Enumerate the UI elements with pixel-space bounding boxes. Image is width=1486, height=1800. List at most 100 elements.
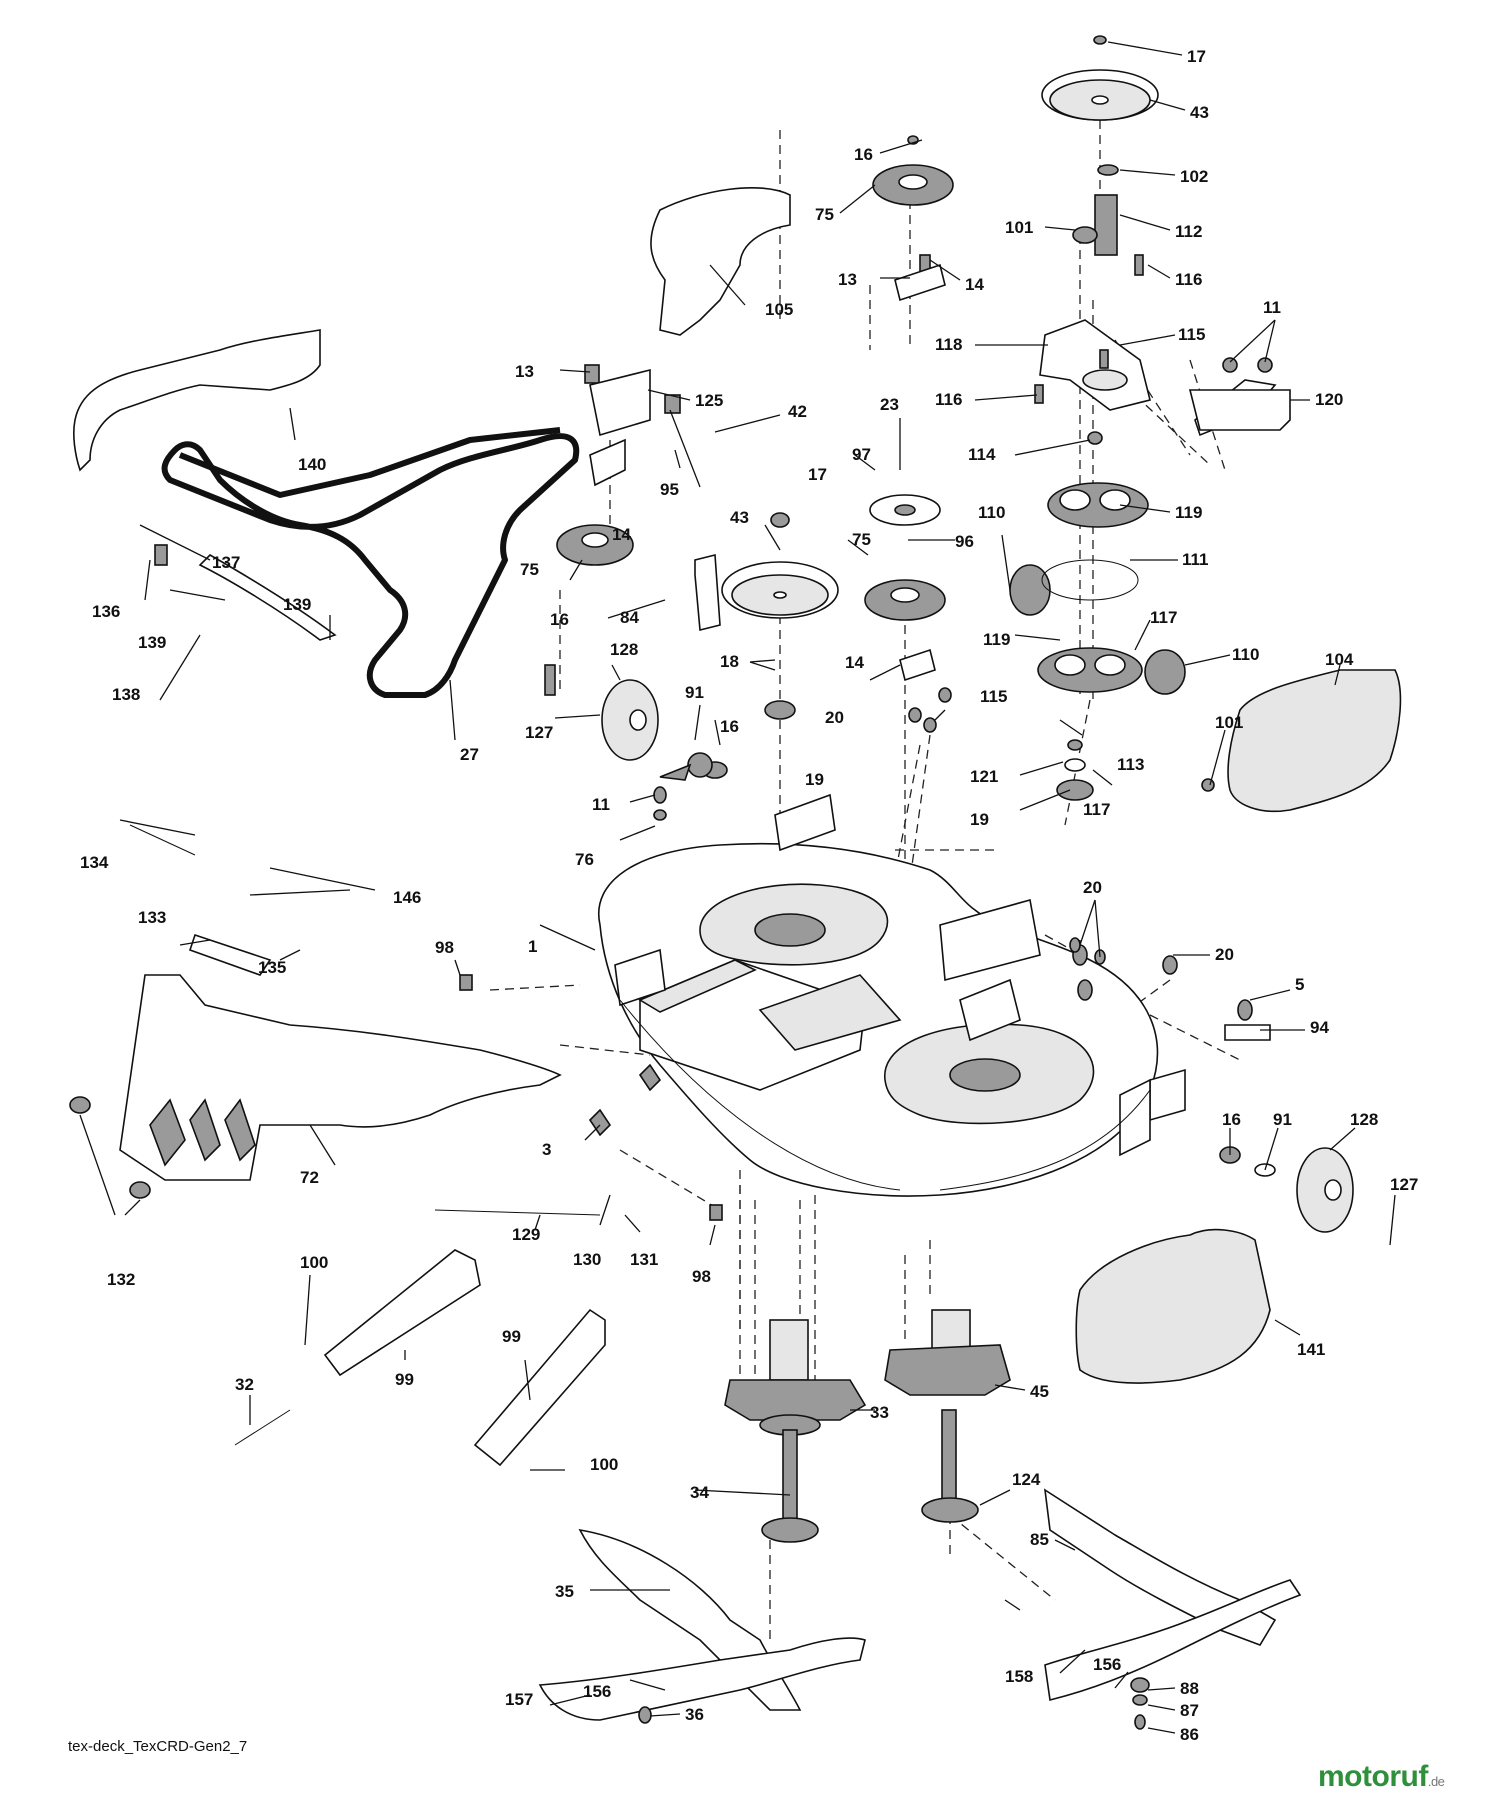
- callout-100-low: 100: [590, 1455, 618, 1474]
- watermark-prefix: moto: [1318, 1760, 1390, 1793]
- callout-139-right: 139: [283, 595, 311, 614]
- hardware: [69, 254, 1291, 1730]
- callout-86: 86: [1180, 1725, 1199, 1744]
- drive-belt-inner: [178, 427, 561, 498]
- callout-14-top: 14: [965, 275, 984, 294]
- callout-16-right: 16: [1222, 1110, 1241, 1129]
- callout-91-right: 91: [1273, 1110, 1292, 1129]
- callout-131: 131: [630, 1250, 658, 1269]
- callout-87: 87: [1180, 1701, 1199, 1720]
- callout-129: 129: [512, 1225, 540, 1244]
- callout-115-mid: 115: [980, 687, 1007, 706]
- callout-118: 118: [935, 335, 962, 354]
- callout-94: 94: [1310, 1018, 1329, 1037]
- spindles: [724, 1309, 1011, 1543]
- callout-98-top: 98: [435, 938, 454, 957]
- callout-75-top: 75: [815, 205, 834, 224]
- callout-16-left: 16: [550, 610, 569, 629]
- leader-lines: [79, 41, 1396, 1734]
- callout-115-top: 115: [1178, 325, 1205, 344]
- callout-16-wheel: 16: [720, 717, 739, 736]
- callout-23: 23: [880, 395, 899, 414]
- callout-45: 45: [1030, 1382, 1049, 1401]
- callout-130: 130: [573, 1250, 601, 1269]
- callout-134: 134: [80, 853, 109, 872]
- callout-110-mid: 110: [1232, 645, 1259, 664]
- callout-18: 18: [720, 652, 739, 671]
- watermark-logo: motoruf.de: [1318, 1760, 1445, 1794]
- top-pulley-assembly: [1041, 35, 1159, 256]
- callout-17-top: 17: [1187, 47, 1206, 66]
- callout-85: 85: [1030, 1530, 1049, 1549]
- drive-belt: [161, 433, 580, 698]
- idler-pulleys: [556, 135, 954, 621]
- callout-158: 158: [1005, 1667, 1033, 1686]
- gearbox-cover: [1227, 669, 1402, 813]
- callout-20-right: 20: [1215, 945, 1234, 964]
- callout-13-mid: 13: [515, 362, 534, 381]
- callout-121: 121: [970, 767, 998, 786]
- callout-35: 35: [555, 1582, 574, 1601]
- callout-156-left: 156: [583, 1682, 611, 1701]
- callout-135: 135: [258, 958, 286, 977]
- callout-76: 76: [575, 850, 594, 869]
- callout-132: 132: [107, 1270, 135, 1289]
- callout-43-mid: 43: [730, 508, 749, 527]
- center-pulley: [721, 512, 839, 720]
- callout-20-mid: 20: [1083, 878, 1102, 897]
- chute-deflector: [650, 186, 791, 336]
- watermark-suffix: .de: [1427, 1774, 1445, 1789]
- callout-140: 140: [298, 455, 326, 474]
- callout-105: 105: [765, 300, 793, 319]
- callout-156-right: 156: [1093, 1655, 1121, 1674]
- belt-cover: [73, 329, 321, 472]
- gauge-wheels: [601, 679, 1354, 1233]
- callout-75-left: 75: [520, 560, 539, 579]
- callout-117-mid: 117: [1083, 800, 1110, 819]
- callout-1: 1: [528, 937, 537, 956]
- mower-deck: [597, 793, 1186, 1197]
- callout-120: 120: [1315, 390, 1343, 409]
- callout-97: 97: [852, 445, 871, 464]
- callout-119-top: 119: [1175, 503, 1202, 522]
- callout-33: 33: [870, 1403, 889, 1422]
- callout-111: 111: [1182, 550, 1209, 569]
- callout-19-mid: 19: [805, 770, 824, 789]
- callout-5: 5: [1295, 975, 1304, 994]
- callout-114: 114: [968, 445, 996, 464]
- callout-95: 95: [660, 480, 679, 499]
- callout-labels: 17 43 16 102 75 101 112 116 13 14 105 11…: [80, 47, 1418, 1744]
- blades: [538, 1488, 1302, 1721]
- callout-27: 27: [460, 745, 479, 764]
- callout-116-top: 116: [1175, 270, 1202, 289]
- callout-124: 124: [1012, 1470, 1041, 1489]
- callout-72: 72: [300, 1168, 319, 1187]
- callout-14-mid: 14: [612, 525, 631, 544]
- callout-136: 136: [92, 602, 120, 621]
- callout-99-low: 99: [502, 1327, 521, 1346]
- callout-98-low: 98: [692, 1267, 711, 1286]
- discharge-chute: [119, 974, 562, 1181]
- callout-43-top: 43: [1190, 103, 1209, 122]
- callout-96: 96: [955, 532, 974, 551]
- lift-arm-lower: [473, 1308, 606, 1467]
- callout-20-top: 20: [825, 708, 844, 727]
- callout-110-top: 110: [978, 503, 1005, 522]
- callout-99-top: 99: [395, 1370, 414, 1389]
- callout-11-top: 11: [1263, 298, 1281, 317]
- callout-133: 133: [138, 908, 166, 927]
- callout-127-left: 127: [525, 723, 553, 742]
- callout-36: 36: [685, 1705, 704, 1724]
- callout-137: 137: [212, 553, 240, 572]
- callout-113: 113: [1117, 755, 1144, 774]
- callout-127-right: 127: [1390, 1175, 1418, 1194]
- gearbox-gears: [1009, 482, 1186, 801]
- callout-112: 112: [1175, 222, 1202, 241]
- callout-101-mid: 101: [1215, 713, 1243, 732]
- watermark-mid: ruf: [1389, 1760, 1428, 1793]
- callout-11-mid: 11: [592, 795, 610, 814]
- callout-119-mid: 119: [983, 630, 1010, 649]
- callout-75-mid: 75: [852, 530, 871, 549]
- callout-3: 3: [542, 1140, 551, 1159]
